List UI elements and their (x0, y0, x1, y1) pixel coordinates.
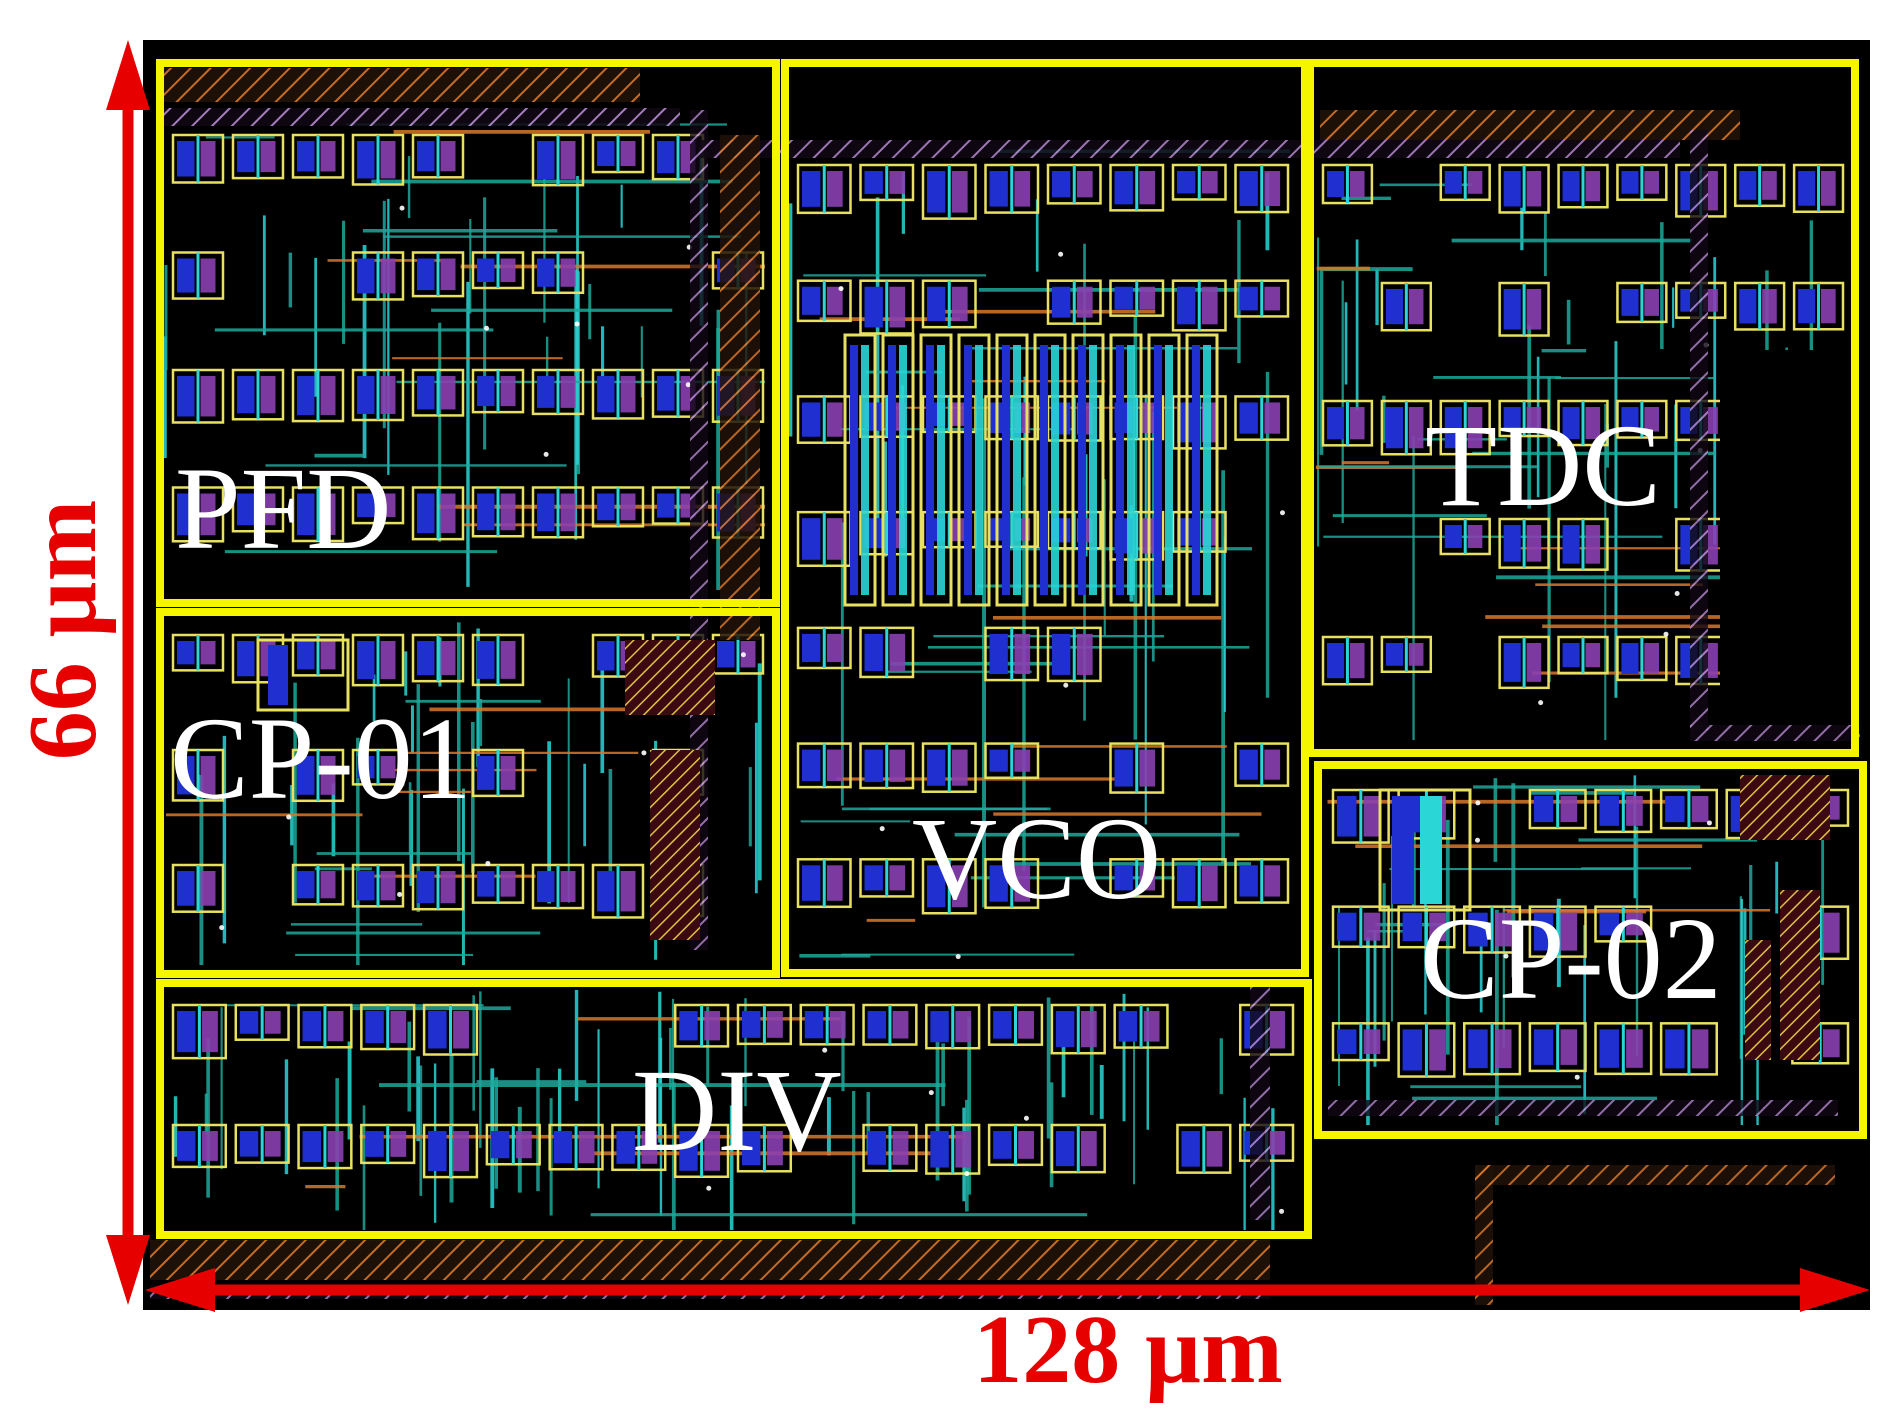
label-cp02: CP-02 (1420, 893, 1722, 1024)
block-outlines (156, 59, 1867, 1239)
layout-metal-texture (163, 123, 1850, 1230)
outline-div (156, 979, 1312, 1239)
label-vco: VCO (912, 793, 1161, 924)
height-dimension-arrow (106, 40, 150, 1305)
label-tdc: TDC (1425, 400, 1661, 531)
outline-vco (781, 59, 1309, 977)
outline-tdc (1306, 59, 1859, 757)
outline-pfd (156, 59, 780, 607)
block-labels: PFD VCO TDC CP-01 CP-02 DIV (170, 400, 1722, 1176)
height-dimension-label: 66 µm (9, 500, 117, 761)
label-pfd: PFD (175, 443, 391, 574)
label-cp01: CP-01 (170, 693, 472, 824)
label-div: DIV (632, 1045, 842, 1176)
width-dimension-label: 128 µm (973, 1296, 1283, 1404)
outline-cp02 (1314, 761, 1867, 1139)
outline-cp01 (156, 608, 780, 978)
width-dimension-arrow (145, 1268, 1870, 1312)
